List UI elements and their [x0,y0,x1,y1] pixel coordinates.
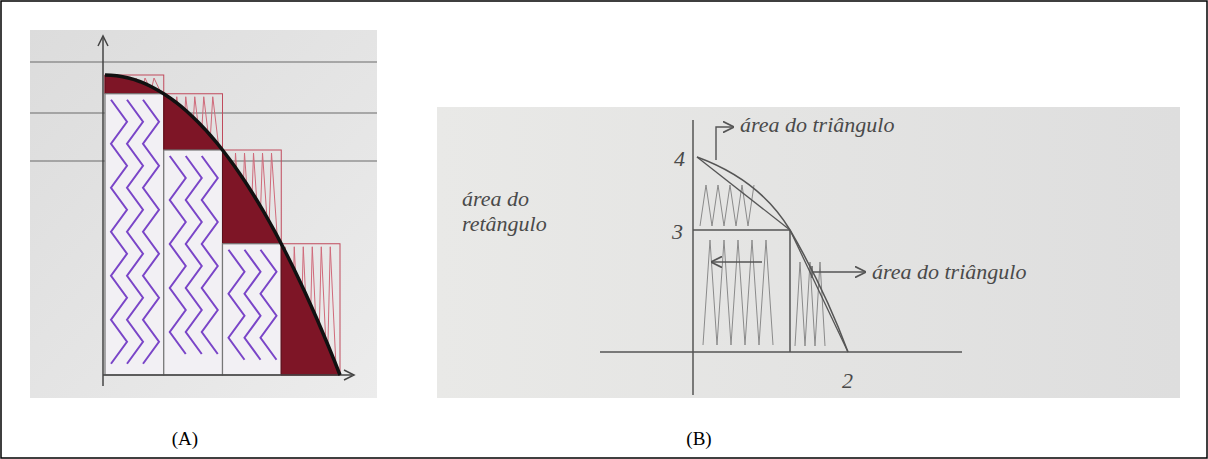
leader-arrow [812,266,865,278]
area-label: área do retângulo [462,186,580,237]
leader-arrow [712,261,762,262]
area-label: área do triângulo [740,112,894,137]
axis-value: 3 [672,219,683,244]
panel-caption: (A) [150,428,220,450]
axis-value: 4 [674,146,685,171]
area-label: área do triângulo [872,259,1026,284]
leader-arrow [716,127,733,160]
photo-a [30,30,377,398]
photo-b [437,107,1180,398]
axis-value: 2 [842,368,853,393]
panel-caption: (B) [664,428,734,450]
